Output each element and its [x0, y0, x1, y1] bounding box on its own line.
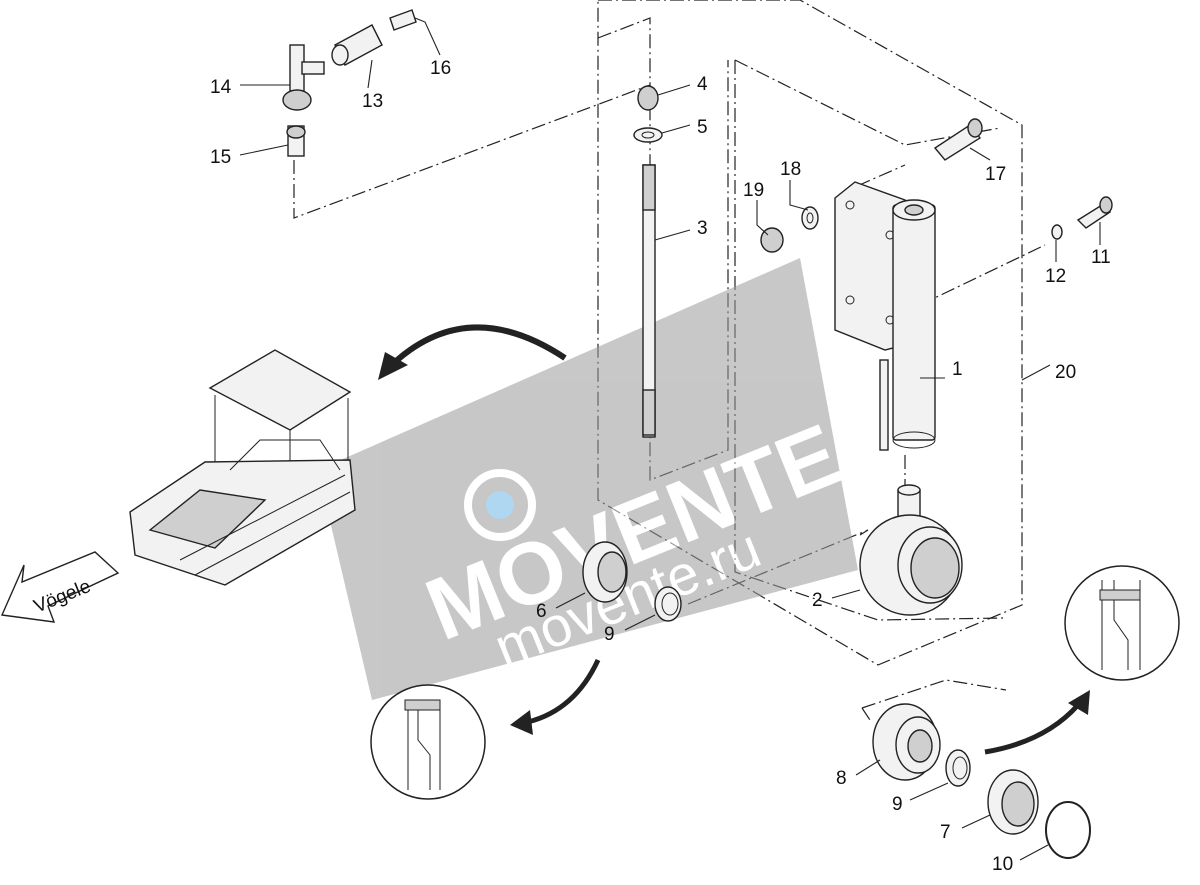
callout-2: 2 — [812, 590, 823, 611]
fittings-group — [282, 9, 417, 157]
rod-thread-bottom — [642, 389, 656, 436]
callout-7: 7 — [940, 822, 951, 843]
direction-arrow: Vögele — [0, 551, 120, 623]
detail-arrow-left-icon — [510, 710, 533, 735]
callout-3: 3 — [697, 218, 708, 239]
bearing-group — [872, 703, 1091, 859]
callout-6: 6 — [536, 601, 547, 622]
link-17 — [856, 164, 906, 187]
tee-nut — [282, 89, 312, 111]
watermark-dot-icon — [486, 491, 514, 519]
leader-lines — [239, 17, 1101, 861]
link-11 — [919, 244, 1046, 306]
callout-8: 8 — [836, 768, 847, 789]
seal-group — [582, 541, 682, 622]
callout-17: 17 — [985, 164, 1006, 185]
cylinder-1 — [892, 204, 936, 441]
circlip-10 — [1045, 801, 1091, 859]
cylinder-group — [760, 118, 1113, 451]
callout-19: 19 — [743, 180, 764, 201]
eye-housing-group — [859, 484, 963, 616]
bearing-link-2 — [861, 707, 871, 721]
callout-9-lower: 9 — [892, 794, 903, 815]
fittings-outline — [293, 84, 651, 219]
ring-9-lower — [945, 749, 971, 787]
callout-15: 15 — [210, 147, 231, 168]
callout-4: 4 — [697, 74, 708, 95]
callout-10: 10 — [992, 854, 1013, 875]
watermark: MOVENTE movente.ru — [318, 258, 858, 700]
callout-12: 12 — [1045, 266, 1066, 287]
fitting-17 — [933, 124, 982, 161]
detail-circle-left — [370, 684, 486, 800]
washer-5 — [633, 127, 663, 143]
ring-9-upper — [654, 586, 682, 622]
callout-14: 14 — [210, 77, 232, 98]
cylinder-outline-side — [734, 60, 1004, 621]
callout-9-upper: 9 — [604, 624, 615, 645]
paver-roof — [208, 349, 352, 431]
nipple-16 — [389, 9, 417, 31]
bearing-link — [861, 679, 1007, 709]
washer-18 — [801, 206, 819, 230]
paver-machine-illustration — [129, 349, 356, 586]
callout-18: 18 — [780, 159, 801, 180]
paver-hopper — [148, 489, 267, 549]
nut-4 — [637, 85, 659, 111]
callout-5: 5 — [697, 117, 708, 138]
callout-16: 16 — [430, 58, 451, 79]
guide-strip — [879, 359, 889, 451]
curved-arrow-head-icon — [378, 352, 408, 380]
detail-arrow-right — [984, 690, 1090, 755]
rod-group — [633, 85, 663, 438]
direction-arrow-icon — [0, 551, 120, 623]
detail-circle-right — [1064, 565, 1180, 681]
seal-link — [687, 529, 869, 605]
callout-13: 13 — [362, 91, 383, 112]
watermark-ring-icon — [464, 469, 536, 541]
detail-arrow-left — [510, 658, 601, 735]
tee-branch — [301, 61, 325, 75]
callout-20: 20 — [1055, 362, 1076, 383]
callout-11: 11 — [1091, 247, 1111, 268]
rod-thread-top — [642, 164, 656, 211]
callouts: 1 2 3 4 5 6 7 8 9 9 10 11 12 13 14 15 16… — [210, 58, 1111, 875]
curved-arrow-to-paver — [378, 324, 567, 380]
watermark-band — [318, 258, 858, 700]
callout-1: 1 — [952, 359, 963, 380]
detail-arrow-right-icon — [1068, 690, 1090, 715]
washer-12 — [1051, 224, 1063, 240]
